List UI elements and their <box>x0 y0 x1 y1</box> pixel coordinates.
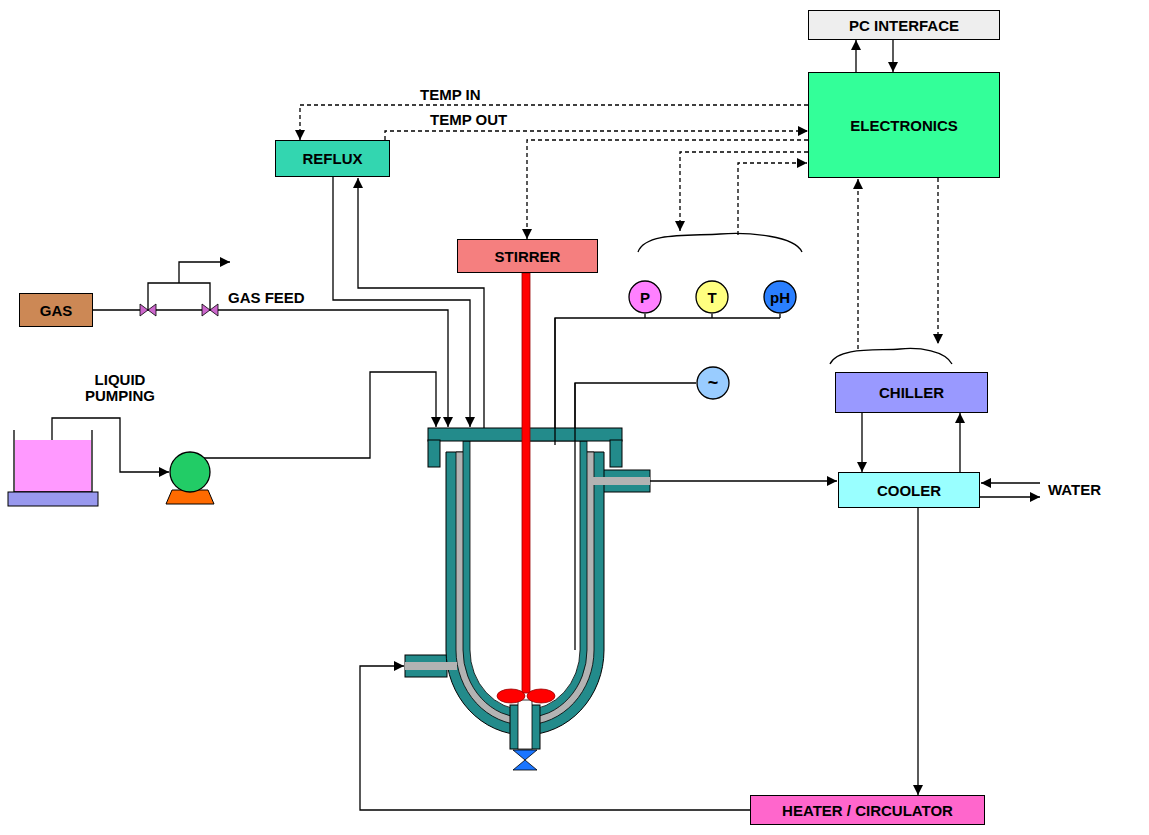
circle-shape <box>764 281 796 313</box>
sensor-probe-line <box>555 318 780 445</box>
node-text: ELECTRONICS <box>850 117 958 134</box>
node-text: GAS <box>40 302 73 319</box>
equipment-box: COOLER <box>838 472 980 508</box>
reflux-vapour-line <box>358 178 484 428</box>
sensor-circle: ~ <box>696 366 730 400</box>
chiller-bracket <box>830 349 952 364</box>
signal-line <box>680 152 808 231</box>
drain-valve <box>513 750 537 770</box>
sensor-circle: T <box>695 280 729 314</box>
sensor-drop-line <box>645 314 780 318</box>
pump-symbol <box>170 452 210 492</box>
sensor-circle: pH <box>763 280 797 314</box>
water-in-line <box>981 482 1040 483</box>
node-text: ~ <box>708 375 719 392</box>
circle-shape <box>696 281 728 313</box>
signal-line <box>937 178 938 344</box>
equipment-box: ELECTRONICS <box>808 72 1000 178</box>
lid-flange <box>428 440 440 467</box>
liquid-feed-line <box>204 372 436 458</box>
water-out-line <box>980 496 1040 497</box>
flow-connector <box>892 40 893 72</box>
gas-feed-line <box>93 310 448 427</box>
sensor-circle: P <box>628 280 662 314</box>
signal-connector <box>300 105 808 140</box>
lid-flange <box>610 440 622 467</box>
valve-symbol <box>140 304 156 316</box>
node-text: P <box>640 289 650 306</box>
line-label: TEMP IN <box>420 87 481 103</box>
equipment-box: REFLUX <box>275 140 390 177</box>
nozzle-bore <box>593 477 650 485</box>
drain-bore <box>518 700 532 749</box>
node-text: CHILLER <box>879 384 944 401</box>
node-text: PC INTERFACE <box>849 17 959 34</box>
jacket-outlet-line <box>650 480 837 481</box>
impeller-blade <box>497 689 525 703</box>
reflux-return-line <box>333 177 470 427</box>
equipment-box: STIRRER <box>457 239 598 273</box>
node-text: pH <box>770 289 790 306</box>
signal-line <box>857 179 858 349</box>
node-text: STIRRER <box>495 248 561 265</box>
stirrer-shaft <box>522 273 530 693</box>
signal-connector <box>385 131 808 140</box>
flow-connector <box>917 508 918 795</box>
equipment-box: HEATER / CIRCULATOR <box>750 795 985 825</box>
line-label: WATER <box>1048 482 1101 498</box>
line-label: GAS FEED <box>228 290 305 306</box>
beaker-stand <box>8 492 98 506</box>
circle-shape <box>697 367 729 399</box>
flow-connector <box>861 413 862 472</box>
beaker <box>14 430 92 492</box>
node-text: T <box>707 289 716 306</box>
flow-connector <box>959 413 960 472</box>
sensor-probe <box>554 318 555 445</box>
line-label: TEMP OUT <box>430 112 507 128</box>
node-text: COOLER <box>877 482 941 499</box>
node-text: HEATER / CIRCULATOR <box>782 802 953 819</box>
signal-line <box>738 163 807 235</box>
node-text: REFLUX <box>303 150 363 167</box>
impeller-blade <box>527 689 555 703</box>
valve-symbol <box>202 304 218 316</box>
gas-vent-line <box>179 262 230 283</box>
beaker-liquid <box>15 440 91 492</box>
equipment-box: PC INTERFACE <box>808 10 1000 40</box>
equipment-box: CHILLER <box>835 372 988 413</box>
circle-shape <box>629 281 661 313</box>
line-label: LIQUID PUMPING <box>72 372 168 404</box>
signal-connector <box>527 140 808 239</box>
flow-connector <box>855 40 856 72</box>
gas-bypass-line <box>148 283 210 310</box>
ac-probe <box>574 383 575 650</box>
sensor-bracket <box>638 234 802 252</box>
equipment-box: GAS <box>19 293 93 327</box>
nozzle-bore <box>405 662 457 670</box>
